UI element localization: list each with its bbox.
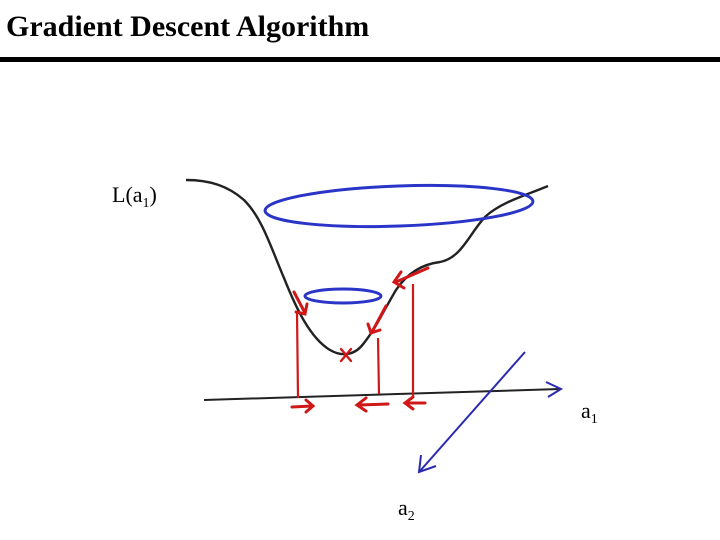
gradient-step-arrow-icon — [292, 290, 309, 316]
gradient-step-arrow-icon — [402, 395, 427, 411]
curve-gradient-arrows — [292, 266, 430, 335]
minimum-x-marker-icon — [339, 347, 353, 363]
gradient-step-arrow-icon — [290, 398, 316, 414]
a1-axis-label: a1 — [581, 398, 598, 427]
gradient-step-arrow-icon — [391, 266, 430, 290]
gradient-step-arrow-icon — [354, 396, 390, 413]
a2-axis-label: a2 — [398, 495, 415, 524]
large-contour-ellipse — [263, 183, 535, 229]
loss-axis-label: L(a1) — [112, 182, 157, 211]
gradient-step-arrow-icon — [366, 304, 388, 335]
small-contour-ellipse — [303, 287, 383, 305]
a1-axis — [203, 381, 564, 401]
a2-axis — [417, 351, 526, 474]
a1-axis-arrowhead-icon — [545, 381, 564, 398]
loss-curve — [185, 178, 549, 356]
a2-axis-arrowhead-icon — [417, 454, 437, 474]
title-underline — [0, 57, 720, 62]
slide-title: Gradient Descent Algorithm — [6, 10, 370, 43]
axis-step-arrows — [290, 395, 427, 414]
descent-projections — [295, 284, 415, 399]
